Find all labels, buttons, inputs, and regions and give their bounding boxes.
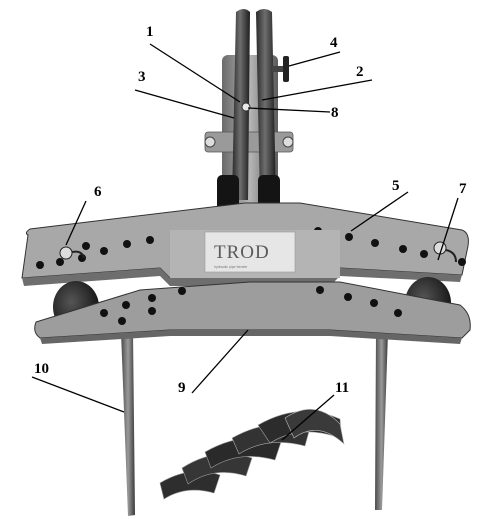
leader-3: [134, 89, 235, 119]
leg-right: [375, 332, 388, 510]
callout-4: 4: [330, 35, 338, 51]
support-legs: [121, 332, 388, 516]
leader-10: [31, 376, 125, 413]
lower-plate: [34, 281, 471, 344]
pump-cylinder-mount: [204, 131, 294, 153]
bending-dies: [159, 409, 345, 500]
leader-7: [437, 197, 459, 261]
leader-5: [350, 191, 409, 232]
bolt-right: [282, 136, 294, 148]
brand-tagline: hydraulic pipe bender: [214, 265, 248, 269]
callout-5: 5: [392, 178, 400, 194]
pin-left: [59, 246, 73, 260]
leader-6: [65, 200, 87, 246]
leader-1: [149, 43, 241, 103]
pivot-pin: [241, 102, 251, 112]
die-2: [181, 453, 253, 485]
leader-11: [281, 394, 335, 441]
pin-right-clip: [445, 249, 457, 263]
die-6: [284, 409, 345, 445]
logo-panel: [204, 231, 296, 273]
lower-plate-edge: [40, 330, 462, 344]
brand-logo: TROD: [214, 242, 270, 263]
callout-9: 9: [178, 380, 186, 396]
leader-9: [191, 329, 249, 394]
callout-numbers: 1 2 3 4 5 6 7 8 9 10 11: [34, 24, 467, 396]
callout-2: 2: [356, 64, 364, 80]
lower-plate-holes: [100, 286, 402, 325]
release-knob-handle: [283, 56, 289, 82]
pin-left-clip: [71, 250, 85, 259]
leg-left: [121, 332, 135, 516]
callout-8: 8: [331, 105, 339, 121]
handle-lever-left: [232, 9, 250, 200]
callout-1: 1: [146, 24, 154, 40]
hydraulic-pump: [204, 9, 294, 227]
lower-plate-face: [34, 281, 471, 339]
leader-4: [288, 51, 341, 67]
release-knob: [272, 66, 288, 72]
handle-lever-right: [256, 9, 276, 200]
bolt-left: [204, 136, 216, 148]
upper-plate: TROD hydraulic pipe bender: [21, 202, 469, 286]
leader-8: [247, 107, 331, 113]
leader-lines: [31, 43, 459, 441]
die-1: [159, 471, 221, 500]
die-3: [204, 437, 282, 469]
callout-7: 7: [459, 181, 467, 197]
callout-10: 10: [34, 361, 49, 377]
callout-6: 6: [94, 184, 102, 200]
callout-11: 11: [335, 380, 349, 396]
upper-plate-edge: [22, 268, 462, 286]
leader-2: [261, 79, 373, 101]
callout-3: 3: [138, 69, 146, 85]
